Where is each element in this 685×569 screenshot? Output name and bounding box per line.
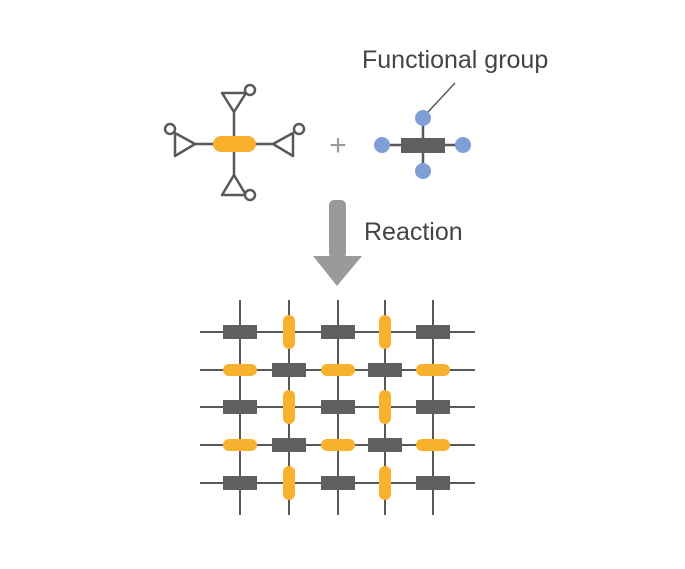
epoxy-node-vertical xyxy=(379,315,391,349)
epoxy-node-vertical xyxy=(283,315,295,349)
crosslinker-node xyxy=(321,400,355,414)
epoxy-node-vertical xyxy=(379,466,391,500)
crosslinker-node xyxy=(416,476,450,490)
epoxy-monomer xyxy=(163,83,306,202)
crosslinker-node xyxy=(368,438,402,452)
crosslinker-molecule xyxy=(374,110,471,179)
crosslinker-node xyxy=(272,363,306,377)
epoxy-node-horizontal xyxy=(321,364,355,376)
reaction-arrow-icon xyxy=(313,200,362,286)
crosslinker-node xyxy=(416,325,450,339)
crosslinked-network xyxy=(200,300,475,515)
reaction-label: Reaction xyxy=(364,218,463,246)
epoxy-node-horizontal xyxy=(416,364,450,376)
epoxy-node-horizontal xyxy=(416,439,450,451)
epoxy-node-horizontal xyxy=(223,364,257,376)
crosslinker-node xyxy=(223,400,257,414)
epoxy-node-vertical xyxy=(283,466,295,500)
epoxide-ring-bottom xyxy=(220,173,257,202)
epoxide-ring-left xyxy=(163,122,197,158)
epoxy-node-horizontal xyxy=(321,439,355,451)
epoxide-ring-right xyxy=(271,122,306,158)
functional-group-node-right xyxy=(455,137,471,153)
crosslinker-node xyxy=(321,476,355,490)
crosslinker-node xyxy=(416,400,450,414)
epoxy-node-horizontal xyxy=(223,439,257,451)
epoxy-node-vertical xyxy=(283,390,295,424)
functional-group-node-bottom xyxy=(415,163,431,179)
functional-group-node-top xyxy=(415,110,431,126)
functional-group-node-left xyxy=(374,137,390,153)
crosslinker-node xyxy=(223,476,257,490)
epoxide-ring-top xyxy=(220,83,257,114)
crosslinker-node xyxy=(272,438,306,452)
crosslinker-node xyxy=(368,363,402,377)
plus-sign: + xyxy=(329,129,347,162)
epoxy-core-yellow xyxy=(213,136,256,152)
epoxy-node-vertical xyxy=(379,390,391,424)
crosslinker-core-dark xyxy=(401,138,445,153)
functional-group-label: Functional group xyxy=(362,46,548,74)
crosslinker-node xyxy=(321,325,355,339)
functional-group-leader-line xyxy=(427,82,456,113)
crosslinker-node xyxy=(223,325,257,339)
